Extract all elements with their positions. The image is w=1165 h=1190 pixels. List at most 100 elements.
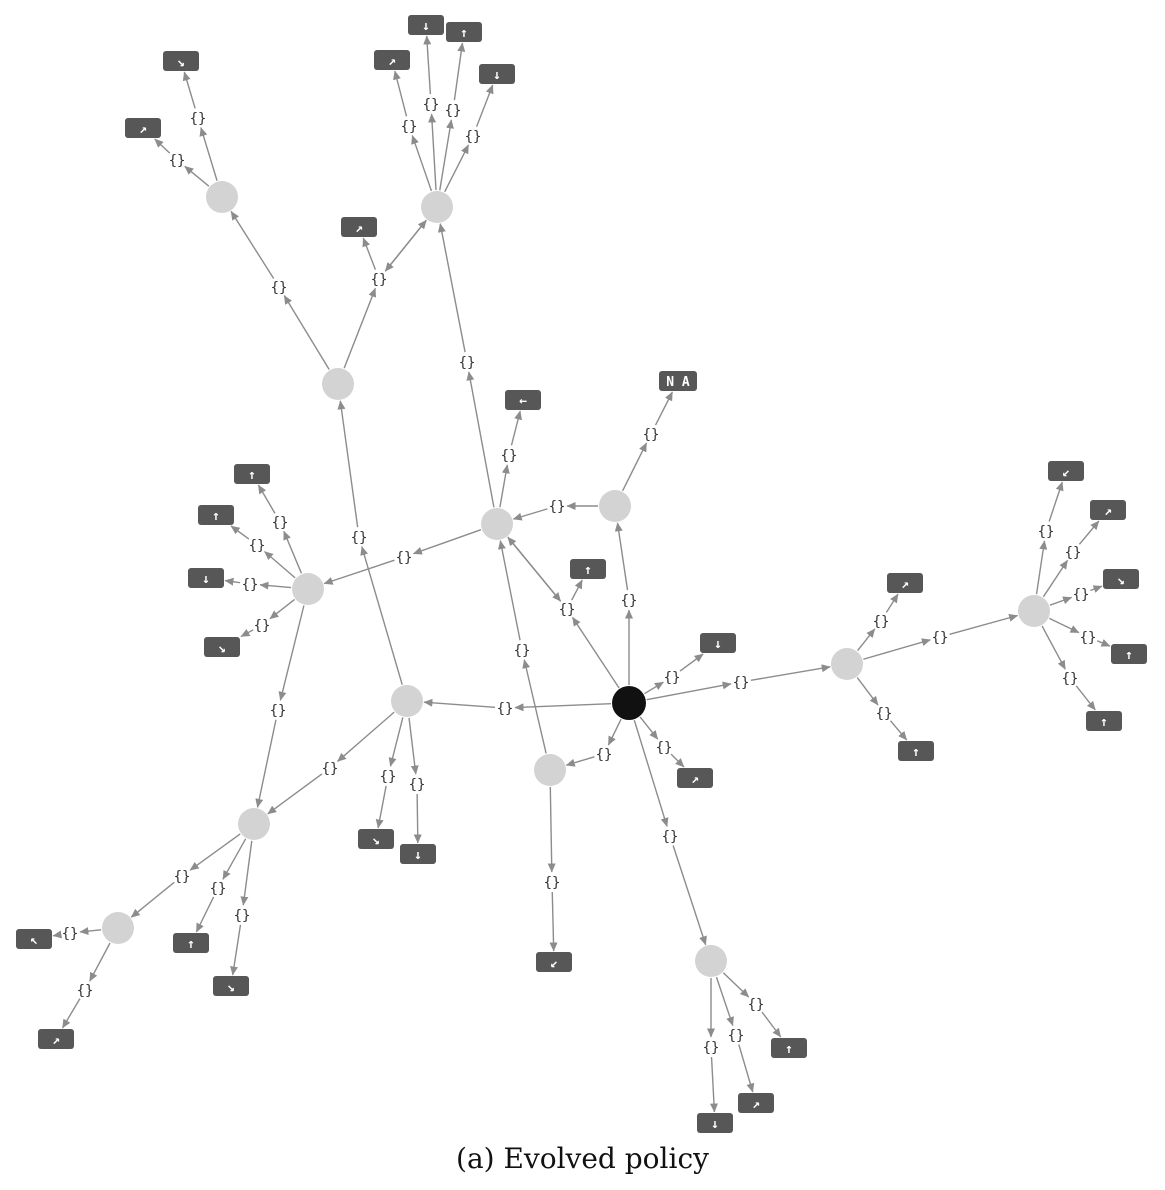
edge-label-to-l30 xyxy=(393,70,408,117)
edge-n8-to-label xyxy=(715,976,734,1026)
state-node-n8 xyxy=(695,945,727,977)
action-leaf-label: ↑ xyxy=(1100,715,1108,730)
action-leaf-l19: ↓ xyxy=(697,1113,733,1133)
edge-label-to-n8 xyxy=(672,845,707,946)
edge-label-to-n6 xyxy=(267,773,323,815)
action-leaf-box xyxy=(213,976,249,996)
action-leaf-label: ↓ xyxy=(493,68,501,83)
edge-n5-to-label xyxy=(547,786,556,873)
action-leaf-label: ↗ xyxy=(752,1097,760,1112)
action-leaf-box xyxy=(677,768,713,788)
edge-label-to-l25 xyxy=(1096,639,1111,647)
edge-label-to-n3 xyxy=(323,559,395,585)
action-leaf-l27: ↗ xyxy=(341,217,377,237)
action-leaf-l14: ↗ xyxy=(38,1029,74,1049)
action-leaf-label: ↗ xyxy=(1104,504,1112,519)
edge-condition-label: {} xyxy=(497,701,514,717)
edge-n8-to-label xyxy=(722,972,750,998)
edge-n6-to-label xyxy=(189,833,241,871)
action-leaf-label: ↘ xyxy=(227,980,235,995)
action-leaf-box xyxy=(479,64,515,84)
action-leaf-label: ↑ xyxy=(912,745,920,760)
edge-root-to-label xyxy=(644,681,664,695)
action-leaf-box xyxy=(163,51,199,71)
action-leaf-label: ↗ xyxy=(901,577,909,592)
edge-n6-to-label xyxy=(222,838,247,880)
edge-n4-to-label xyxy=(337,711,395,762)
action-leaf-label: ↘ xyxy=(177,55,185,70)
edge-condition-label: {} xyxy=(396,550,413,566)
action-leaf-l28: ↘ xyxy=(163,51,199,71)
action-leaf-label: ↘ xyxy=(1117,573,1125,588)
action-leaf-label: ↑ xyxy=(248,468,256,483)
edge-n2-to-label xyxy=(412,529,482,555)
action-leaf-label: ↙ xyxy=(550,956,558,971)
action-leaf-box xyxy=(659,371,697,391)
edge-label-to-n12 xyxy=(230,210,275,279)
action-leaf-label: ↑ xyxy=(1125,648,1133,663)
edge-n5-to-label xyxy=(522,659,547,754)
action-leaf-box xyxy=(1111,644,1147,664)
edge-n7-to-label xyxy=(89,942,111,982)
edge-label-to-l19 xyxy=(709,1056,718,1113)
action-leaf-box xyxy=(374,50,410,70)
edge-label-to-n7 xyxy=(130,881,175,918)
edge-n10-to-label xyxy=(1049,596,1073,606)
action-leaf-label: ↓ xyxy=(202,572,210,587)
edge-n12-to-label xyxy=(184,165,210,187)
action-leaf-l11: ↓ xyxy=(400,844,436,864)
action-leaf-l16: ↘ xyxy=(213,976,249,996)
action-leaf-label: ↑ xyxy=(785,1042,793,1057)
edge-label-to-l17 xyxy=(761,1011,782,1038)
action-leaf-l15: ↑ xyxy=(173,933,209,953)
edge-n2-to-label xyxy=(507,536,562,602)
state-node-n9 xyxy=(831,648,863,680)
edge-condition-label: {} xyxy=(621,593,638,609)
action-leaf-l7: ↑ xyxy=(198,505,234,525)
edge-condition-label: {} xyxy=(728,1028,745,1044)
action-leaf-label: ↓ xyxy=(711,1117,719,1132)
action-leaf-box xyxy=(887,573,923,593)
edge-condition-label: {} xyxy=(1080,630,1097,646)
action-leaf-l20: ↗ xyxy=(887,573,923,593)
edge-label-to-n1 xyxy=(614,522,629,591)
nodes-layer: N A←↑↓↗↑↑↓↘↘↓↙↖↗↑↘↑↗↓↗↑↙↗↘↑↑↗↘↗↗↓↑↓ xyxy=(16,15,1147,1133)
edge-n13-to-label xyxy=(428,113,437,191)
edge-condition-label: {} xyxy=(514,643,531,659)
edge-condition-label: {} xyxy=(664,670,681,686)
state-node-n11 xyxy=(322,368,354,400)
action-leaf-l23: ↗ xyxy=(1090,500,1126,520)
edge-condition-label: {} xyxy=(210,881,227,897)
edge-n6-to-label xyxy=(240,840,253,906)
edge-condition-label: {} xyxy=(249,538,266,554)
edge-condition-label: {} xyxy=(733,675,750,691)
action-leaf-box xyxy=(188,568,224,588)
action-leaf-box xyxy=(697,1113,733,1133)
action-leaf-l2: ← xyxy=(505,390,541,410)
edge-label-to-l7 xyxy=(230,525,250,540)
action-leaf-l4: ↓ xyxy=(700,633,736,653)
edge-label-to-n9 xyxy=(750,664,831,682)
action-leaf-l13: ↖ xyxy=(16,929,52,949)
action-leaf-l30: ↗ xyxy=(374,50,410,70)
action-leaf-box xyxy=(173,933,209,953)
edge-label-to-l1 xyxy=(654,391,674,426)
edge-condition-label: {} xyxy=(1038,524,1055,540)
edge-condition-label: {} xyxy=(1062,671,1079,687)
action-leaf-label: N A xyxy=(666,375,690,390)
edge-label-to-l11 xyxy=(413,793,422,844)
action-leaf-l21: ↑ xyxy=(898,741,934,761)
edge-label-to-l21 xyxy=(889,720,908,741)
edge-label-to-l23 xyxy=(1078,520,1100,545)
edge-condition-label: {} xyxy=(174,869,191,885)
edge-n7-to-label xyxy=(79,927,102,936)
edge-label-to-l13 xyxy=(52,930,63,939)
action-leaf-l32: ↑ xyxy=(446,22,482,42)
edge-label-to-l24 xyxy=(1090,585,1103,593)
action-leaf-box xyxy=(1048,461,1084,481)
action-leaf-box xyxy=(1086,711,1122,731)
edge-condition-label: {} xyxy=(409,777,426,793)
action-leaf-label: ↓ xyxy=(414,848,422,863)
action-leaf-box xyxy=(898,741,934,761)
edge-condition-label: {} xyxy=(459,355,476,371)
